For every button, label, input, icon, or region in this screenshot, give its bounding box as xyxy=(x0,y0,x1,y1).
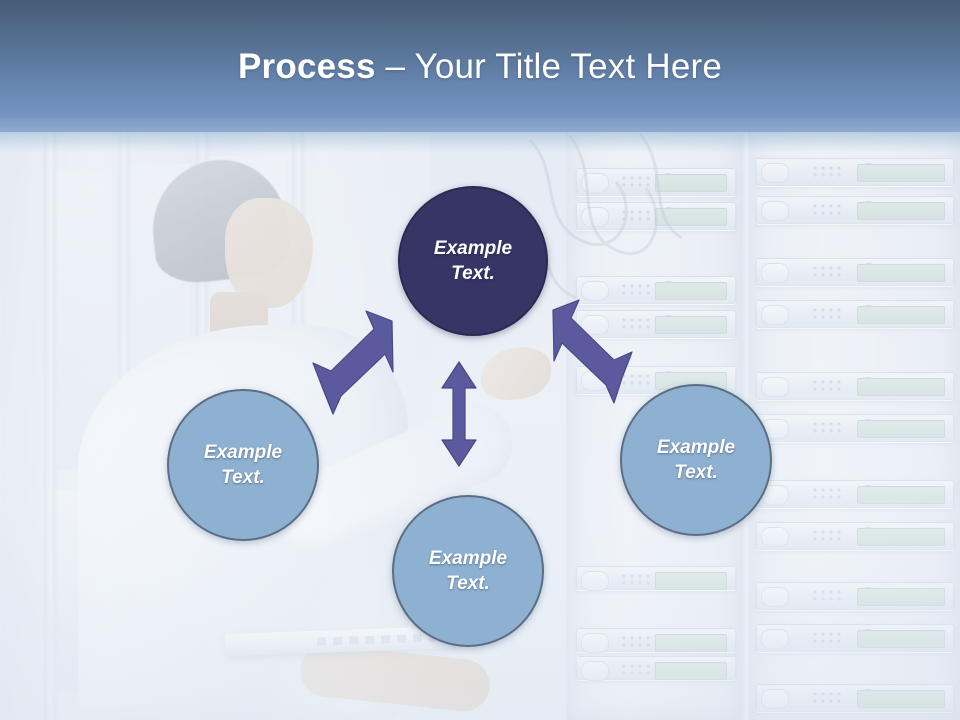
process-node-right-line1: Example xyxy=(656,437,736,458)
process-node-top[interactable]: Example Text. xyxy=(398,186,548,336)
process-node-bottom-line1: Example xyxy=(428,548,508,569)
process-node-top-line1: Example xyxy=(433,238,513,259)
page-title: Process – Your Title Text Here xyxy=(0,47,960,87)
title-banner xyxy=(0,0,960,132)
process-node-bottom[interactable]: Example Text. xyxy=(392,495,544,647)
process-node-bottom-line2: Text. xyxy=(446,573,490,594)
process-node-right[interactable]: Example Text. xyxy=(620,384,772,536)
page-title-rest: Your Title Text Here xyxy=(414,47,722,86)
title-banner-fade xyxy=(0,118,960,152)
page-title-bold: Process xyxy=(238,47,376,86)
arrow-top-left xyxy=(312,310,394,415)
page-title-separator: – xyxy=(375,47,415,86)
process-node-top-line2: Text. xyxy=(451,263,495,284)
process-node-right-line2: Text. xyxy=(674,462,718,483)
process-node-left-line2: Text. xyxy=(221,467,265,488)
arrow-top-right xyxy=(552,299,633,404)
process-node-left[interactable]: Example Text. xyxy=(167,389,319,541)
process-node-left-line1: Example xyxy=(203,442,283,463)
arrow-top-bottom xyxy=(441,361,477,467)
